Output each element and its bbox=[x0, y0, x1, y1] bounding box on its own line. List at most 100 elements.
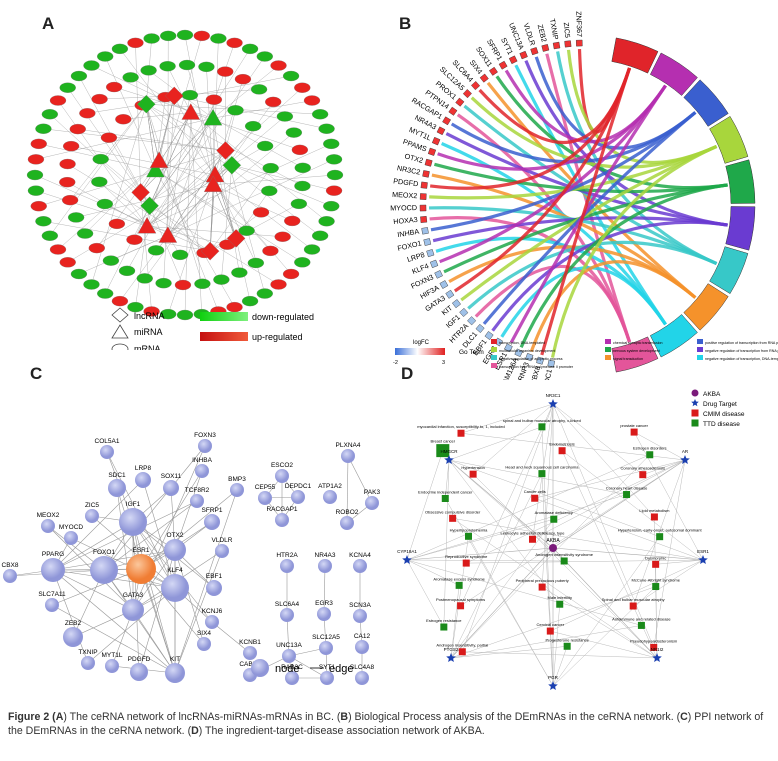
target-node bbox=[444, 455, 454, 464]
target-node bbox=[548, 681, 558, 690]
term-layer bbox=[611, 37, 756, 373]
ppi-edge bbox=[140, 568, 205, 645]
ppi-node-label: HTR2A bbox=[276, 552, 298, 559]
ppi-node-label: RACGAP1 bbox=[266, 506, 297, 513]
disease-label: Hyperlipoproteinemia bbox=[450, 527, 489, 532]
disease-node bbox=[639, 471, 647, 479]
disease-label: Pseudohypoaldosteronism bbox=[630, 638, 678, 643]
mrna-node bbox=[282, 268, 300, 280]
go-term-arc bbox=[611, 336, 659, 373]
gene-label: DEPDC1 bbox=[539, 368, 554, 380]
caption-key-a: A bbox=[55, 711, 64, 723]
mrna-node bbox=[294, 180, 311, 192]
network-edge bbox=[43, 221, 211, 252]
ppi-node bbox=[119, 508, 147, 536]
chord-link bbox=[529, 260, 697, 353]
mirna-node bbox=[146, 160, 165, 178]
mrna-node bbox=[294, 257, 311, 268]
network-edge bbox=[167, 132, 295, 236]
ppi-node bbox=[258, 491, 272, 505]
disease-label: Hypertension bbox=[461, 465, 485, 470]
ppi-node bbox=[190, 494, 204, 508]
network-edge bbox=[71, 145, 216, 176]
lncrna-node bbox=[131, 183, 150, 202]
go-term-arc bbox=[709, 116, 749, 164]
ppi-node bbox=[318, 559, 332, 573]
gene-label: MYOCD bbox=[390, 203, 417, 212]
mirna-node bbox=[203, 175, 223, 192]
ppi-edge-layer bbox=[9, 445, 373, 679]
mrna-node bbox=[244, 121, 262, 132]
akba-edge bbox=[552, 547, 658, 659]
ppi-node-label: BMP3 bbox=[228, 476, 246, 483]
ppi-edge bbox=[132, 521, 176, 674]
mrna-node bbox=[181, 89, 199, 101]
gene-logfc-cell bbox=[471, 81, 481, 91]
mirna-node bbox=[137, 216, 157, 234]
node-layer bbox=[26, 29, 344, 321]
ppi-node-label: ROBO2 bbox=[336, 509, 359, 516]
akba-edge bbox=[452, 518, 704, 561]
logfc-max-label: 3 bbox=[442, 360, 445, 366]
akba-edge bbox=[653, 459, 686, 648]
gene-logfc-cell bbox=[436, 126, 446, 136]
disease-label: Head and neck squamous cell carcinoma bbox=[505, 465, 579, 470]
disease-node bbox=[656, 533, 664, 541]
network-edge bbox=[99, 181, 148, 227]
mrna-node bbox=[59, 257, 76, 268]
akba-edge bbox=[450, 586, 656, 659]
panel-b-label: B bbox=[399, 14, 412, 33]
mrna-node bbox=[241, 295, 259, 307]
ppi-node-label: RAB3C bbox=[281, 664, 303, 671]
gene-logfc-cell bbox=[514, 348, 523, 358]
network-edge bbox=[221, 165, 233, 280]
mrna-node bbox=[318, 216, 335, 227]
ppi-node-label: SLC4A8 bbox=[350, 664, 375, 671]
ppi-node bbox=[163, 480, 179, 496]
gene-logfc-cell bbox=[419, 193, 427, 200]
network-edge bbox=[67, 163, 211, 252]
disease-node bbox=[558, 447, 566, 455]
mrna-node bbox=[122, 72, 139, 83]
disease-label: Postmenopausal symptoms bbox=[436, 597, 485, 602]
ppi-node-label: SOX11 bbox=[161, 473, 182, 480]
mrna-node bbox=[127, 37, 144, 49]
network-edge bbox=[163, 95, 175, 284]
akba-edge bbox=[450, 646, 568, 659]
akba-edge bbox=[406, 494, 627, 561]
gene-logfc-cell bbox=[564, 40, 572, 48]
ppi-edge bbox=[138, 549, 176, 673]
mrna-node bbox=[247, 257, 265, 269]
legend-label: TTD disease bbox=[703, 421, 740, 428]
ppi-node bbox=[340, 516, 354, 530]
gene-logfc-cell bbox=[536, 356, 545, 365]
mrna-node bbox=[59, 82, 76, 93]
disease-node bbox=[546, 627, 554, 635]
network-edge bbox=[49, 104, 147, 236]
mrna-node bbox=[178, 59, 196, 71]
network-edge bbox=[212, 100, 313, 119]
mrna-node bbox=[274, 231, 291, 242]
akba-edge bbox=[468, 536, 554, 687]
panel-a-legend: lncRNAmiRNAmRNAdown-regulatedup-regulate… bbox=[111, 307, 314, 350]
ppi-node bbox=[280, 608, 294, 622]
mrna-node bbox=[326, 169, 344, 181]
ppi-node bbox=[341, 449, 355, 463]
mrna-node bbox=[160, 30, 177, 42]
go-term-arc bbox=[683, 283, 729, 331]
mrna-node bbox=[325, 185, 343, 196]
ppi-node-label: SIX4 bbox=[197, 630, 211, 637]
akba-edge bbox=[406, 559, 460, 586]
disease-node bbox=[650, 643, 658, 651]
gene-logfc-cell bbox=[420, 181, 428, 189]
akba-edge bbox=[552, 459, 686, 549]
network-edge bbox=[123, 112, 191, 120]
network-edge bbox=[146, 226, 283, 237]
mrna-node bbox=[59, 158, 76, 170]
go-term-label: chemical synaptic transmission bbox=[613, 341, 663, 345]
gene-label: INHBA bbox=[397, 227, 420, 239]
ppi-node-label: PAK3 bbox=[364, 489, 381, 496]
ppi-node-label: MYT1L bbox=[102, 652, 123, 659]
